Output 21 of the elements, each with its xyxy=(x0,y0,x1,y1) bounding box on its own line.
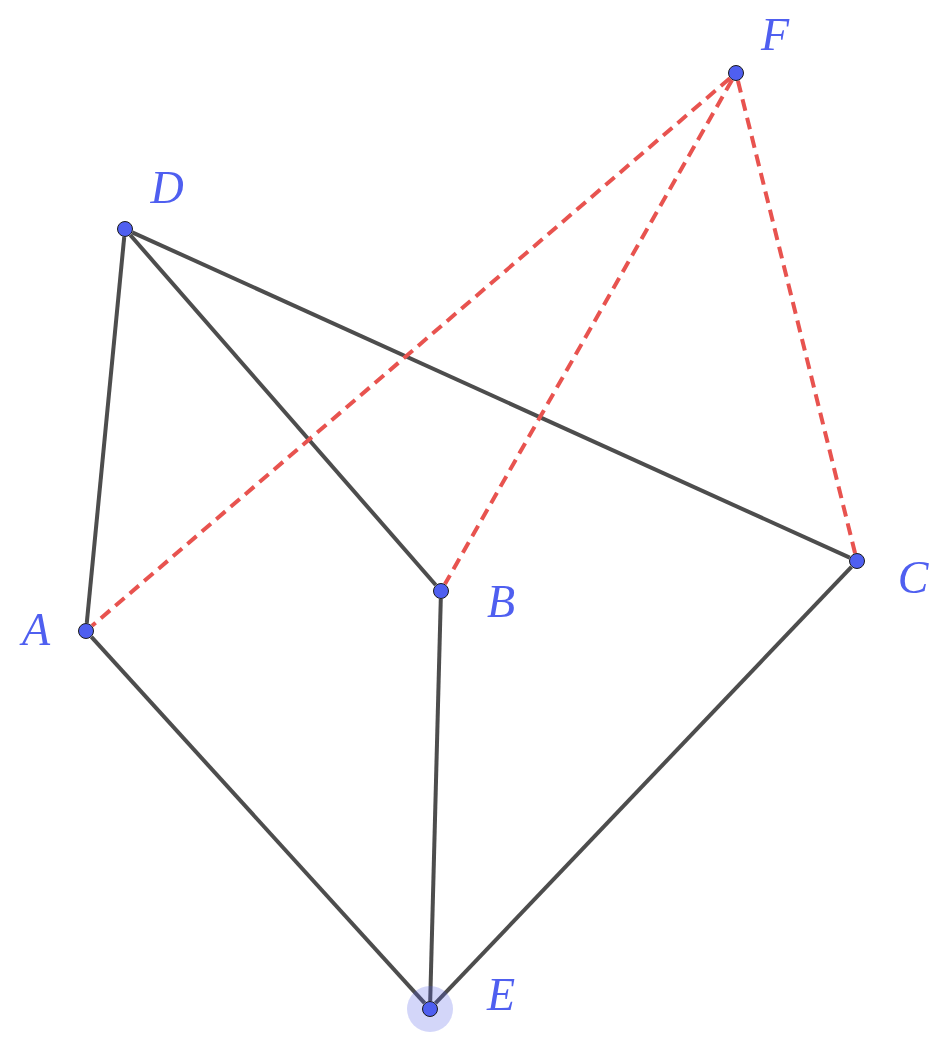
line-segment xyxy=(84,236,127,624)
dashed-line xyxy=(736,80,857,554)
point-label: C xyxy=(897,555,929,601)
point xyxy=(728,65,744,81)
line-segment xyxy=(89,635,427,1005)
line-segment xyxy=(131,230,851,560)
dashed-line xyxy=(90,76,732,628)
point-label: E xyxy=(486,972,516,1018)
point-label: A xyxy=(21,607,51,653)
dashed-line xyxy=(443,78,734,586)
line-segment xyxy=(128,233,438,587)
point xyxy=(422,1001,438,1017)
point-label: F xyxy=(760,12,790,58)
line-segment xyxy=(428,598,443,1002)
point xyxy=(849,553,865,569)
line-segment xyxy=(434,565,853,1005)
point-label: D xyxy=(150,165,184,211)
point-label: B xyxy=(486,579,516,625)
point xyxy=(78,623,94,639)
point xyxy=(433,583,449,599)
point xyxy=(117,221,133,237)
